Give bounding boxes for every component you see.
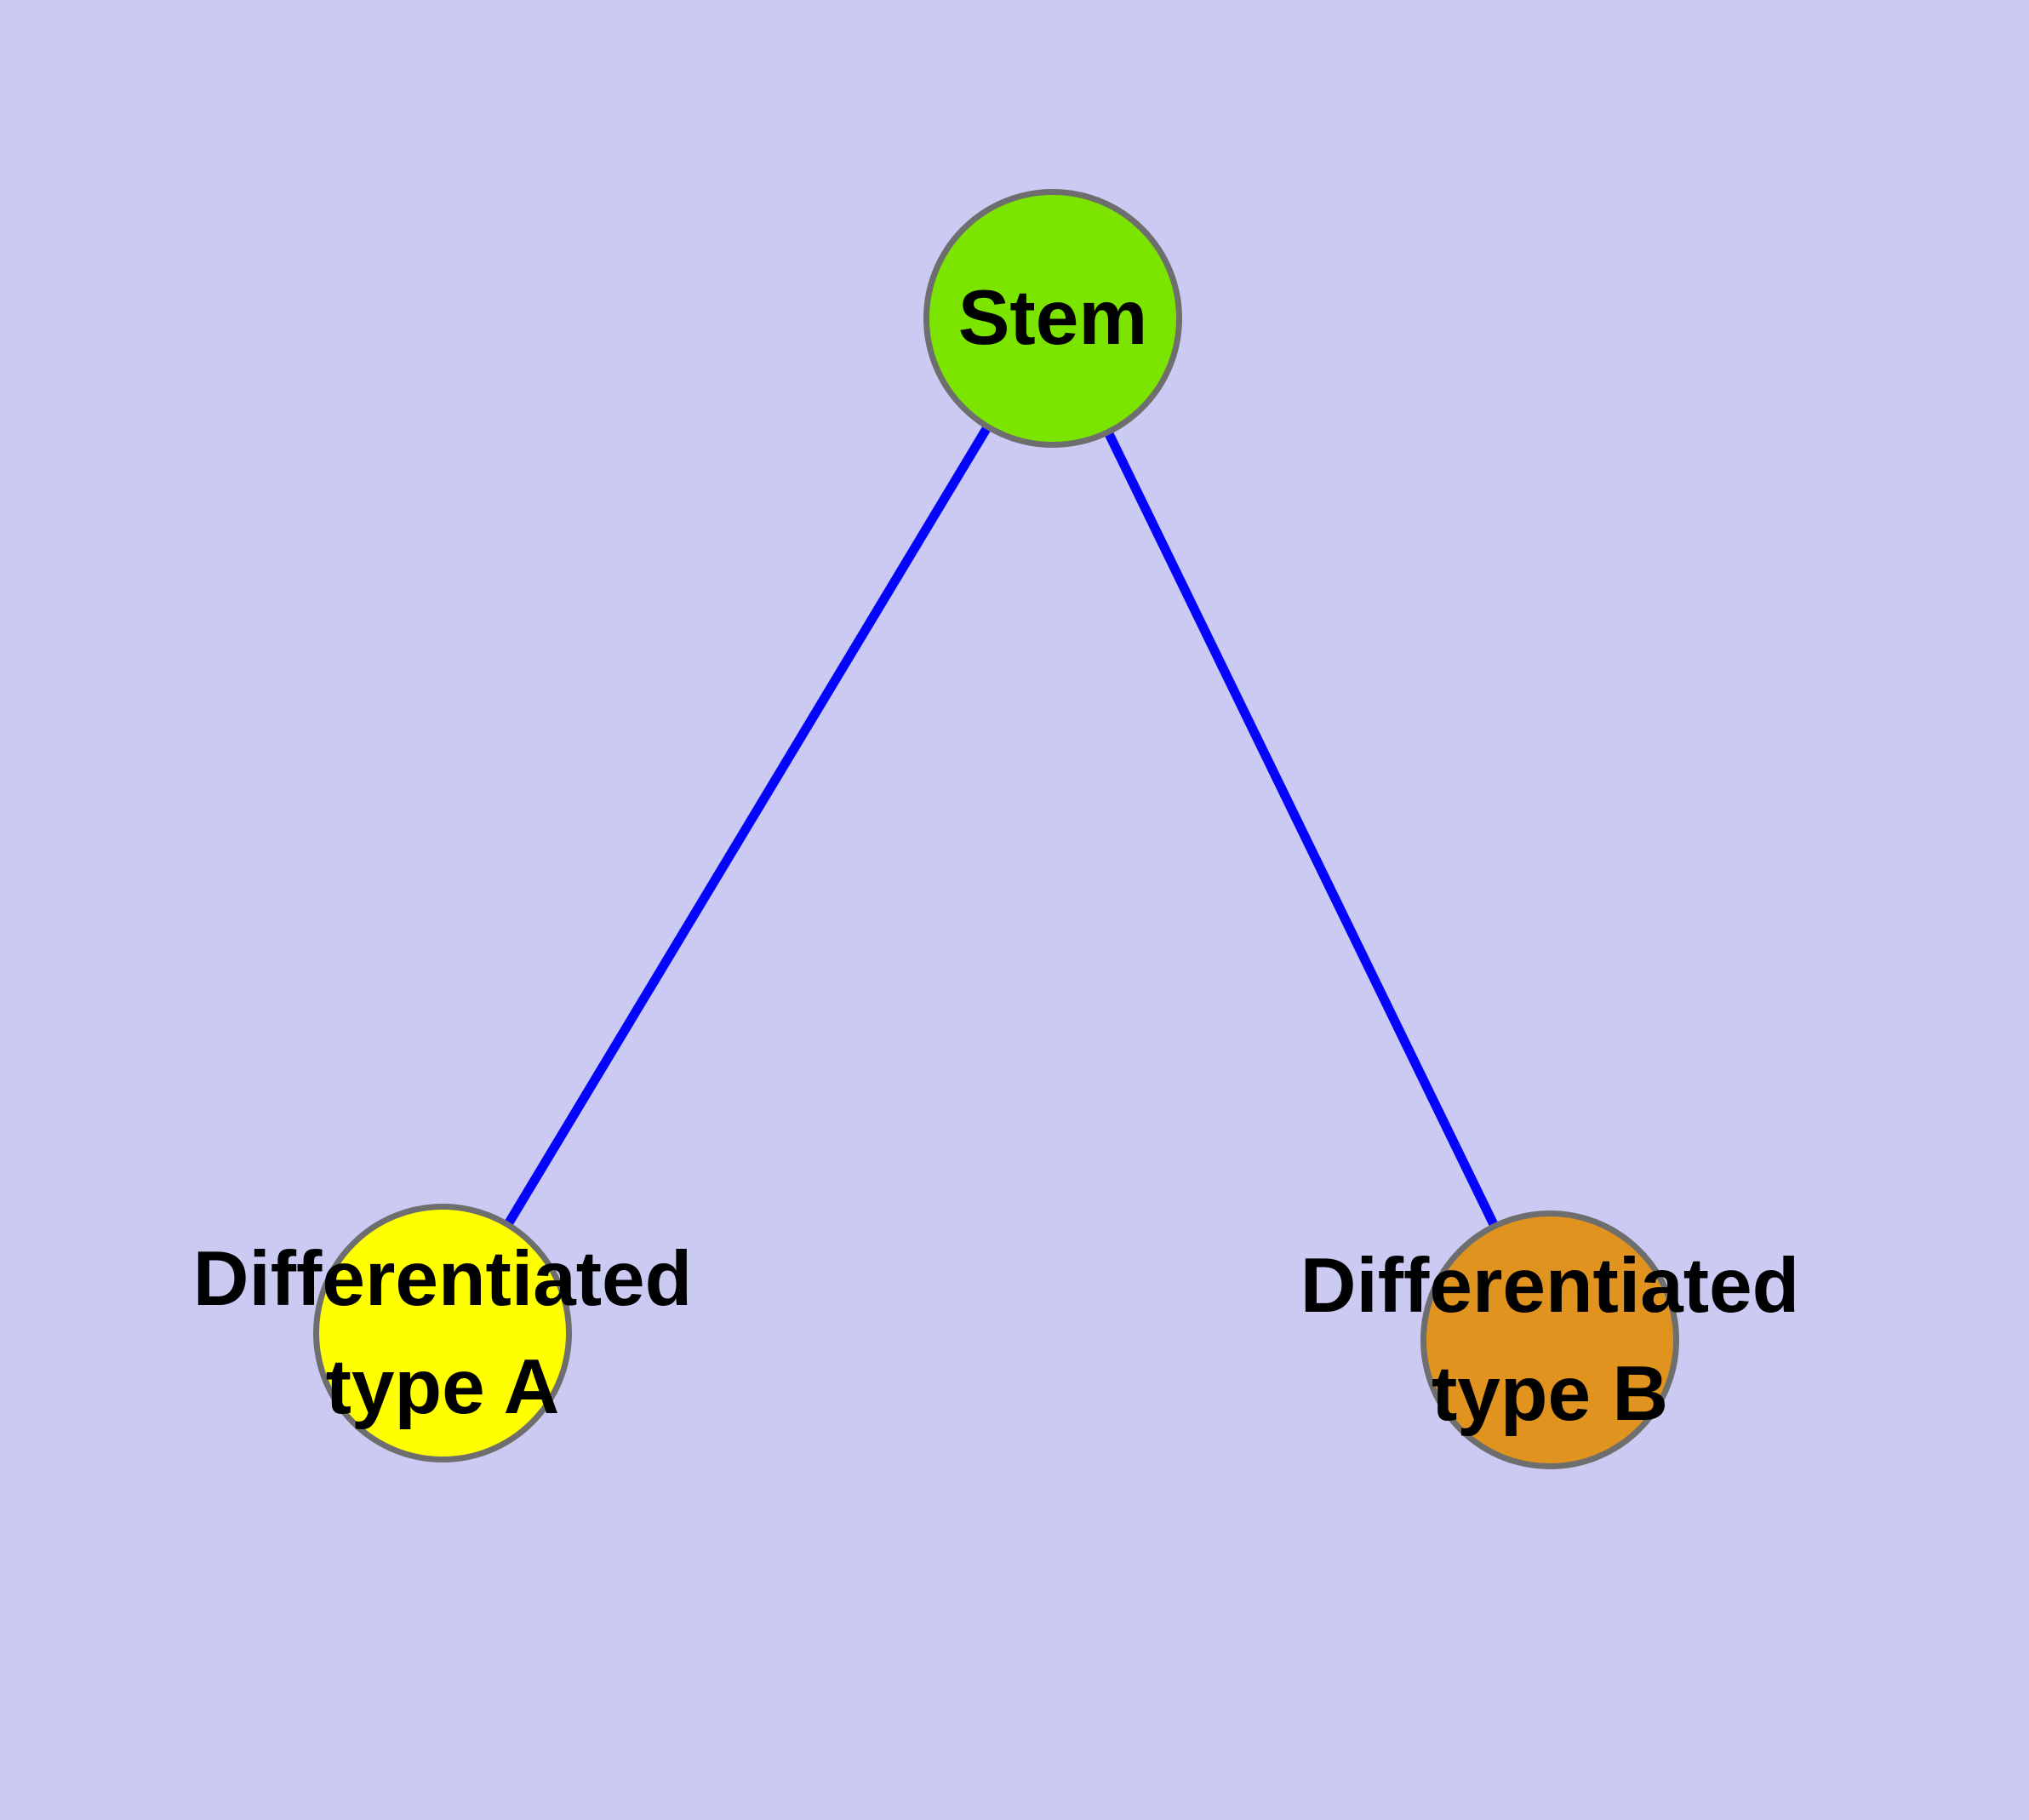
node-type-b-label-line1: Differentiated xyxy=(1300,1242,1800,1329)
node-type-b-label-line2: type B xyxy=(1431,1351,1669,1437)
edge-stem-to-type-a xyxy=(438,316,1057,1336)
node-type-a-label-line2: type A xyxy=(325,1344,560,1430)
node-stem: Stem xyxy=(923,189,1182,448)
node-type-a-label-line1: Differentiated xyxy=(192,1235,693,1322)
node-stem-label: Stem xyxy=(957,275,1148,362)
node-differentiated-type-b: Differentiated type B xyxy=(1300,1210,1799,1469)
edge-stem-to-type-b xyxy=(1049,316,1554,1342)
node-differentiated-type-a: Differentiated type A xyxy=(193,1204,692,1462)
